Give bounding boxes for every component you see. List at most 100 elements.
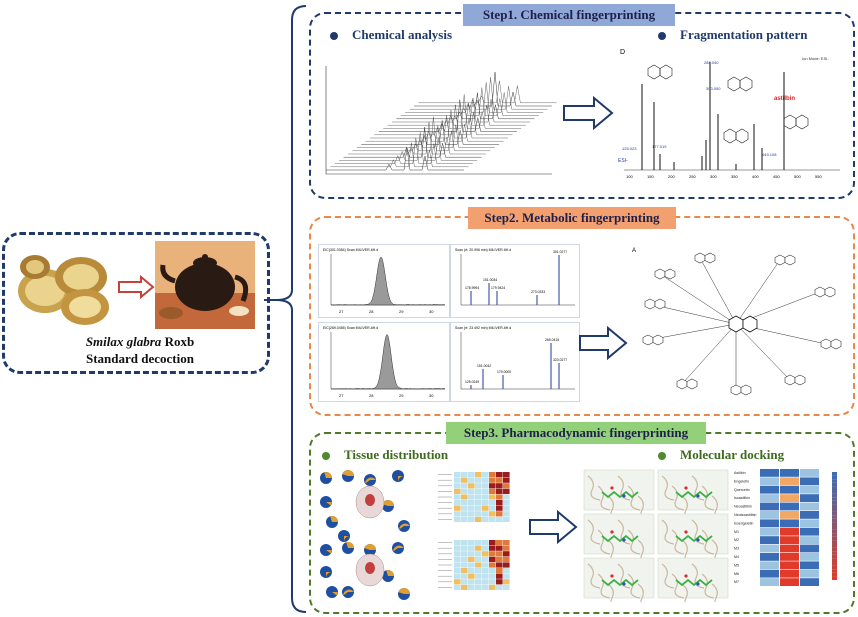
ms-x-tick: 500 xyxy=(794,174,801,179)
bullet-icon xyxy=(658,452,666,460)
heatmap-cell xyxy=(454,557,461,562)
heatmap-row-label: Engeletin xyxy=(734,479,749,483)
scan-peak-label: 179.9424 xyxy=(491,286,505,290)
heatmap-cell xyxy=(482,517,489,522)
heatmap-cell xyxy=(800,536,819,544)
metabolite-structure xyxy=(655,269,665,279)
heatmap-cell xyxy=(780,561,799,569)
heatmap-cell xyxy=(475,585,482,590)
heatmap-cell xyxy=(780,570,799,578)
ms-x-tick: 150 xyxy=(647,174,654,179)
eic1-title: EIC(301.0354) Scan MILIVER-6H.d xyxy=(323,248,378,252)
herb-panel: Smilax glabra Roxb Standard decoction xyxy=(2,232,270,374)
parent-compound-structure xyxy=(729,316,743,332)
heatmap-cell xyxy=(496,494,503,499)
chemical-analysis-label: Chemical analysis xyxy=(352,27,452,42)
heatmap-cell xyxy=(489,540,496,545)
heatmap-cell xyxy=(454,489,461,494)
metabolite-structure xyxy=(677,379,687,389)
heatmap-cell xyxy=(454,472,461,477)
heatmap-cell xyxy=(496,500,503,505)
heatmap-cell xyxy=(468,568,475,573)
heatmap-cell xyxy=(489,568,496,573)
metabolic-pathway-diagram: A xyxy=(630,244,844,404)
colorbar-segment xyxy=(832,494,837,498)
metabolite-structure xyxy=(821,339,831,349)
heatmap-cell xyxy=(461,478,468,483)
metabolite-structure xyxy=(825,287,835,297)
chromatogram-stack xyxy=(312,44,560,184)
docking-pose-images xyxy=(580,466,730,602)
heatmap-cell xyxy=(468,517,475,522)
heatmap-cell xyxy=(468,506,475,511)
metabolite-structure xyxy=(687,379,697,389)
heatmap-cell xyxy=(475,517,482,522)
heatmap-cell xyxy=(780,528,799,536)
heatmap-cell xyxy=(468,546,475,551)
colorbar-segment xyxy=(832,562,837,566)
heatmap-cell xyxy=(475,472,482,477)
heatmap-cell xyxy=(800,545,819,553)
heatmap-cell xyxy=(800,511,819,519)
heatmap-cell xyxy=(475,574,482,579)
heatmap-cell xyxy=(496,478,503,483)
heatmap-cell xyxy=(489,472,496,477)
heatmap-cell xyxy=(454,494,461,499)
heatmap-cell xyxy=(780,477,799,485)
colorbar-segment xyxy=(832,569,837,573)
heatmap-cell xyxy=(482,540,489,545)
bullet-icon xyxy=(322,452,330,460)
heatmap-cell xyxy=(468,557,475,562)
heatmap-cell xyxy=(503,517,510,522)
heatmap-cell xyxy=(760,503,779,511)
heatmap-cell xyxy=(475,546,482,551)
heatmap-row-label: M1 xyxy=(734,530,739,534)
heatmap-cell xyxy=(489,562,496,567)
heatmap-cell xyxy=(496,551,503,556)
heatmap-cell xyxy=(489,585,496,590)
heatmap-cell xyxy=(461,472,468,477)
heatmap-row-label: M2 xyxy=(734,538,739,542)
ring xyxy=(740,77,752,91)
heatmap-cell xyxy=(454,546,461,551)
pathway-arrow xyxy=(700,258,736,324)
heatmap-cell xyxy=(461,551,468,556)
colorbar-segment xyxy=(832,486,837,490)
parent-compound-structure xyxy=(743,316,757,332)
heatmap-cell xyxy=(489,517,496,522)
arrow-right-icon xyxy=(562,96,614,130)
heatmap-cell xyxy=(468,489,475,494)
heatmap-cell xyxy=(496,579,503,584)
heatmap-cell xyxy=(454,483,461,488)
heatmap-cell xyxy=(468,574,475,579)
metabolite-structure xyxy=(653,335,663,345)
heatmap-cell xyxy=(780,553,799,561)
heatmap-cell xyxy=(503,562,510,567)
heatmap-cell xyxy=(482,472,489,477)
colorbar-segment xyxy=(832,515,837,519)
eic-chart-2: EIC(269.0455) Scan MILIVER-6H.d 27282930 xyxy=(319,323,449,401)
metabolite-structure xyxy=(645,299,655,309)
molecular-docking-label: Molecular docking xyxy=(680,447,784,462)
heatmap-cell xyxy=(482,557,489,562)
eic-x-tick: 30 xyxy=(429,309,434,314)
atom xyxy=(622,582,625,585)
heatmap-cell xyxy=(800,519,819,527)
colorbar-segment xyxy=(832,573,837,577)
heatmap-cell xyxy=(496,540,503,545)
heatmap-cell xyxy=(482,546,489,551)
pathway-arrow xyxy=(660,274,736,324)
heatmap-cell xyxy=(468,540,475,545)
ms-x-tick: 300 xyxy=(710,174,717,179)
heatmap-cell xyxy=(475,494,482,499)
heatmap-cell xyxy=(760,578,779,586)
colorbar-segment xyxy=(832,501,837,505)
atom xyxy=(696,582,699,585)
ms-spectrum: D Ion Mode: ESI- astilbin ESI- 100150200… xyxy=(614,44,846,184)
fragmentation-pattern-label: Fragmentation pattern xyxy=(680,27,807,42)
pathway-panel-letter: A xyxy=(632,248,636,254)
heatmap-cell xyxy=(475,483,482,488)
scan-peak-label: 323.0277 xyxy=(553,358,567,362)
ms-x-tick: 350 xyxy=(731,174,738,179)
eic2-title: EIC(269.0455) Scan MILIVER-6H.d xyxy=(323,326,378,330)
